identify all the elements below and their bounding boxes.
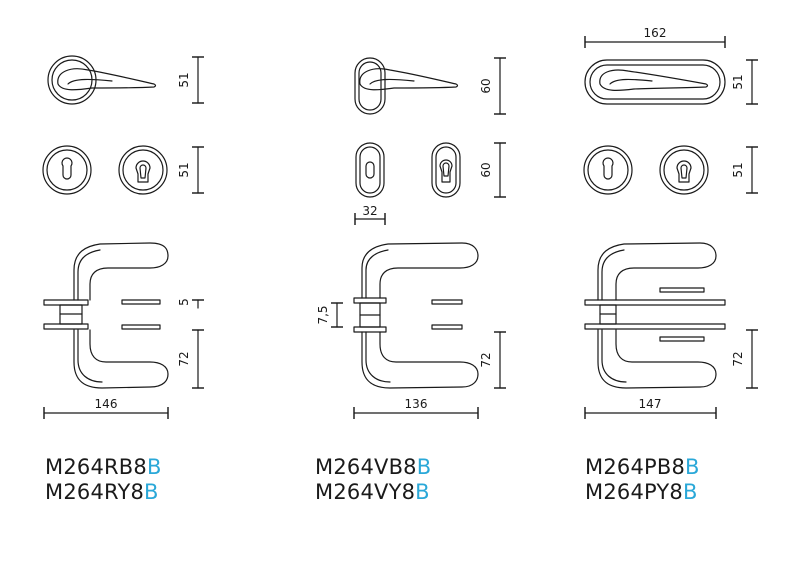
- dim-label-escutcheon-width: 32: [362, 204, 377, 218]
- dim-label-escutcheon-diameter: 51: [177, 162, 191, 177]
- dim-label-escutcheon-height: 60: [479, 162, 493, 177]
- dim-label-plate-height: 51: [731, 74, 745, 89]
- dim-label-escutcheon-diameter: 51: [731, 162, 745, 177]
- product-code: M264RB8B: [45, 455, 162, 480]
- euro-cylinder-escutcheon-icon: [659, 145, 709, 195]
- code-base: M264RY8: [45, 480, 145, 504]
- variant-p-drawing: [583, 36, 758, 419]
- euro-cylinder-escutcheon-icon: [118, 145, 168, 195]
- dim-label-length: 136: [405, 397, 428, 411]
- product-code: M264VY8B: [315, 480, 430, 505]
- product-code: M264PY8B: [585, 480, 698, 505]
- keyhole-escutcheon-icon: [355, 142, 385, 198]
- product-code: M264RY8B: [45, 480, 159, 505]
- dim-label-rose-height: 60: [479, 78, 493, 93]
- dim-label-handle-height: 72: [731, 351, 745, 366]
- code-suffix: B: [144, 480, 159, 504]
- oval-rose-handle-icon: [354, 57, 459, 115]
- dim-label-handle-height: 72: [479, 352, 493, 367]
- euro-cylinder-escutcheon-icon: [431, 142, 461, 198]
- code-suffix: B: [146, 455, 162, 479]
- product-code: M264PB8B: [585, 455, 700, 480]
- dim-label-handle-height: 72: [177, 351, 191, 366]
- code-base: M264VY8: [315, 480, 416, 504]
- dim-label-length: 146: [95, 397, 118, 411]
- dim-label-rose-diameter: 51: [177, 72, 191, 87]
- code-suffix: B: [683, 480, 698, 504]
- dim-label-plate-width: 162: [644, 26, 667, 40]
- side-view-handle-icon: [584, 242, 726, 389]
- code-suffix: B: [416, 455, 432, 479]
- code-suffix: B: [415, 480, 430, 504]
- dim-label-length: 147: [639, 397, 662, 411]
- code-suffix: B: [685, 455, 700, 479]
- round-rose-handle-icon: [47, 55, 157, 105]
- code-base: M264PY8: [585, 480, 683, 504]
- dim-label-gap: 5: [177, 298, 191, 306]
- code-base: M264RB8: [45, 455, 147, 479]
- dim-label-gap: 7,5: [316, 305, 330, 324]
- code-base: M264VB8: [315, 455, 417, 479]
- code-base: M264PB8: [585, 455, 686, 479]
- keyhole-escutcheon-icon: [42, 145, 92, 195]
- long-plate-handle-icon: [584, 59, 726, 105]
- product-code: M264VB8B: [315, 455, 431, 480]
- variant-v-drawing: [331, 57, 506, 419]
- side-view-handle-icon: [43, 242, 169, 389]
- variant-r-drawing: [42, 55, 204, 419]
- keyhole-escutcheon-icon: [583, 145, 633, 195]
- side-view-handle-icon: [353, 242, 479, 389]
